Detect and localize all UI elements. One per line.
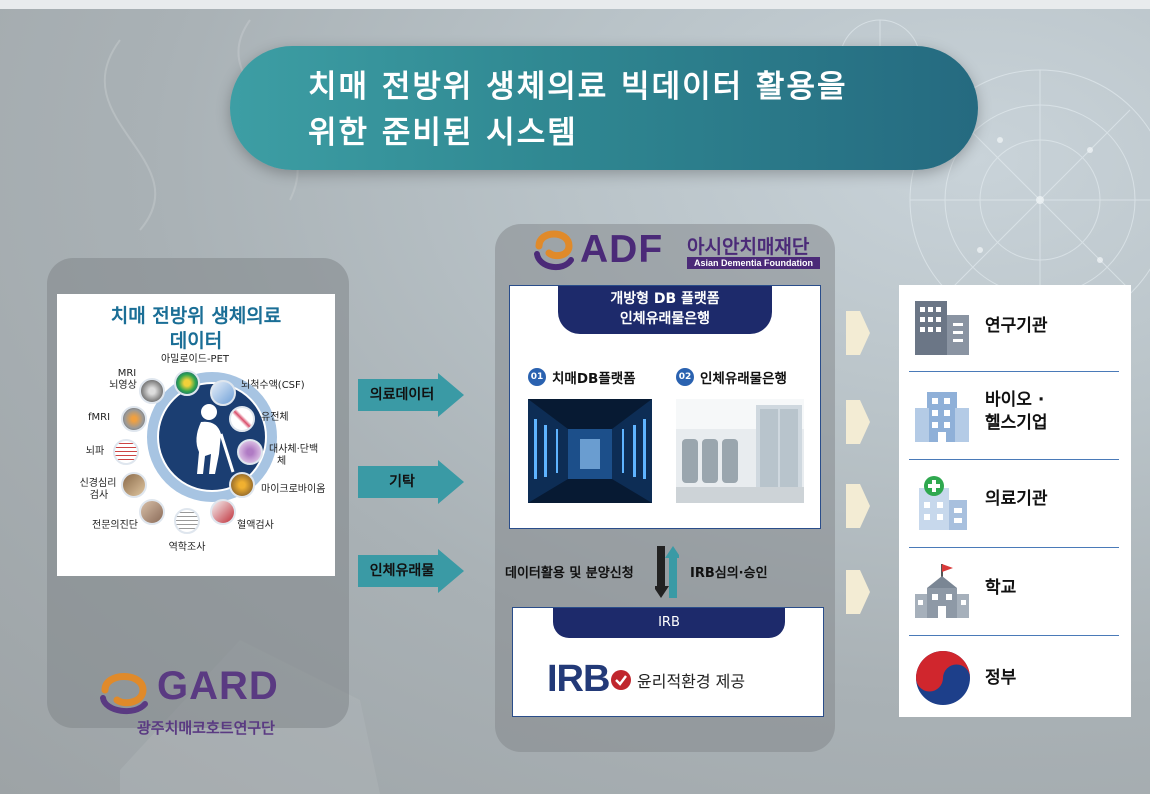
arrow-medical-data: 의료데이터 <box>358 373 464 417</box>
divider <box>909 635 1119 636</box>
epidem-thumb <box>174 508 200 534</box>
irb-box: IRB IRB 윤리적환경 제공 <box>512 607 824 717</box>
label-blood: 혈액검사 <box>237 520 274 531</box>
taegeuk-icon <box>916 651 970 705</box>
amyloid-pet-thumb <box>174 370 200 396</box>
page-title: 치매 전방위 생체의료 빅데이터 활용을 위한 준비된 시스템 <box>308 64 948 156</box>
check-circle-icon <box>611 670 631 690</box>
label-research-institute: 연구기관 <box>985 316 1048 336</box>
title-line-2: 위한 준비된 시스템 <box>308 115 578 151</box>
label-neuropsych-line1: 신경심리 <box>79 478 117 489</box>
biomedical-data-card: 치매 전방위 생체의료 데이터 아밀로이드-PET MRI 뇌영상 뇌척수액(C… <box>57 294 335 576</box>
irb-banner: IRB <box>553 608 785 638</box>
open-db-platform-box: 개방형 DB 플랫폼 인체유래물은행 01 치매DB플랫폼 02 인체유래물은행 <box>509 285 821 529</box>
label-fmri: fMRI <box>87 412 111 423</box>
data-card-title-line-2: 데이터 <box>169 330 223 352</box>
adf-english-name: Asian Dementia Foundation <box>687 257 820 269</box>
microbiome-thumb <box>229 472 255 498</box>
chevron-right-icon <box>846 484 870 528</box>
platform-banner: 개방형 DB 플랫폼 인체유래물은행 <box>558 286 772 334</box>
label-eeg: 뇌파 <box>85 446 105 457</box>
irb-ethics-text: 윤리적환경 제공 <box>637 672 746 691</box>
school-icon <box>915 564 969 618</box>
label-hospital: 의료기관 <box>985 489 1048 509</box>
label-metabolite-line1: 대사체·단백 <box>269 444 319 455</box>
irb-logo-text: IRB <box>547 658 610 700</box>
label-biobank: 인체유래물은행 <box>700 371 787 387</box>
label-bio-health-line-2: 헬스기업 <box>985 413 1048 433</box>
label-mri-line1: MRI <box>117 368 137 379</box>
arrow-biospecimen: 인체유래물 <box>358 549 464 593</box>
data-request-label: 데이터활용 및 분양신청 <box>505 566 634 581</box>
arrow-label-biospecimen: 인체유래물 <box>369 563 435 579</box>
biobank-storage-image <box>676 399 804 503</box>
label-neuropsych-line2: 검사 <box>89 490 109 501</box>
title-banner: 치매 전방위 생체의료 빅데이터 활용을 위한 준비된 시스템 <box>230 46 978 170</box>
mri-thumb <box>139 378 165 404</box>
platform-banner-line-1: 개방형 DB 플랫폼 <box>610 291 720 307</box>
label-gene: 유전체 <box>261 412 289 423</box>
title-line-1: 치매 전방위 생체의료 빅데이터 활용을 <box>308 69 848 105</box>
gard-subtitle: 광주치매코호트연구단 <box>136 719 275 737</box>
divider <box>909 371 1119 372</box>
data-card-title-line-1: 치매 전방위 생체의료 <box>110 305 282 327</box>
adf-korean-name: 아시안치매재단 <box>687 236 810 258</box>
expert-thumb <box>139 499 165 525</box>
label-bio-health-line-1: 바이오 · <box>985 390 1045 410</box>
label-epidem: 역학조사 <box>168 542 206 553</box>
data-card-title: 치매 전방위 생체의료 데이터 <box>57 304 335 354</box>
label-mri-line2: 뇌영상 <box>109 380 137 391</box>
adf-wordmark: ADF <box>580 228 664 271</box>
server-room-image <box>528 399 652 503</box>
label-metabolite-line2: 체 <box>277 456 287 467</box>
gard-emblem <box>100 673 148 715</box>
label-microbiome: 마이크로바이옴 <box>261 484 326 495</box>
data-ring <box>147 372 277 502</box>
chevron-right-icon <box>846 311 870 355</box>
divider <box>909 459 1119 460</box>
stakeholder-school: 학교 <box>899 548 1131 634</box>
arrow-label-deposit: 기탁 <box>389 474 415 490</box>
csf-thumb <box>210 380 236 406</box>
stakeholder-government: 정부 <box>899 636 1131 717</box>
company-building-icon <box>915 392 969 442</box>
label-amyloid-pet: 아밀로이드-PET <box>160 354 230 365</box>
office-building-icon <box>915 301 969 355</box>
label-school: 학교 <box>985 578 1017 598</box>
fmri-thumb <box>121 406 147 432</box>
label-expert: 전문의진단 <box>92 520 138 531</box>
top-strip <box>0 0 1150 9</box>
adf-emblem <box>534 230 574 271</box>
stakeholders-panel: 연구기관 바이오 · 헬스기업 의료기관 <box>899 285 1131 717</box>
label-bio-health-company: 바이오 · 헬스기업 <box>985 389 1048 435</box>
blood-thumb <box>210 499 236 525</box>
badge-02: 02 <box>676 368 694 386</box>
arrow-deposit: 기탁 <box>358 460 464 504</box>
label-government: 정부 <box>985 668 1017 688</box>
badge-01: 01 <box>528 368 546 386</box>
arrow-label-medical-data: 의료데이터 <box>369 387 435 403</box>
divider <box>909 547 1119 548</box>
gene-thumb <box>229 406 255 432</box>
stakeholder-hospital: 의료기관 <box>899 460 1131 546</box>
hospital-icon <box>919 476 967 530</box>
chevron-right-icon <box>846 400 870 444</box>
eeg-thumb <box>113 439 139 465</box>
label-dementia-db-platform: 치매DB플랫폼 <box>552 371 636 387</box>
chevron-right-icon <box>846 570 870 614</box>
platform-banner-line-2: 인체유래물은행 <box>619 311 711 327</box>
irb-approval-label: IRB심의·승인 <box>690 566 768 581</box>
stakeholder-research-institute: 연구기관 <box>899 285 1131 371</box>
stakeholder-bio-health-company: 바이오 · 헬스기업 <box>899 372 1131 458</box>
gard-wordmark: GARD <box>157 664 279 708</box>
two-way-arrow-icon <box>655 546 679 598</box>
metabolite-thumb <box>237 439 263 465</box>
label-csf: 뇌척수액(CSF) <box>241 380 305 391</box>
neuropsych-thumb <box>121 472 147 498</box>
